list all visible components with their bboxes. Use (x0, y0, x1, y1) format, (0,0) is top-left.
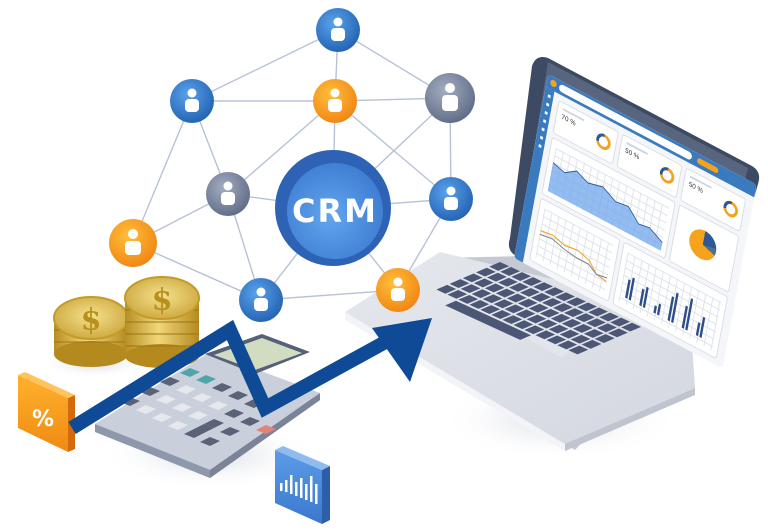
user-icon (187, 88, 197, 98)
user-icon (256, 287, 266, 297)
donut-chart-icon (594, 130, 612, 153)
user-icon (333, 17, 343, 27)
dollar-icon: $ (152, 283, 173, 318)
area-chart-panel (541, 136, 676, 260)
user-icon (223, 181, 233, 191)
user-icon (446, 186, 456, 196)
line-chart (539, 229, 608, 283)
bar-chart (625, 277, 706, 339)
pie-chart (686, 223, 719, 266)
user-icon (128, 229, 138, 239)
user-node-mid-left (206, 172, 250, 216)
growth-arrow (68, 318, 432, 434)
line-chart-panel (529, 197, 621, 303)
percent-icon: % (32, 407, 54, 432)
user-node-bottom (239, 278, 283, 322)
user-node-top (316, 8, 360, 52)
user-node-upper-right (425, 73, 475, 123)
donut-chart-icon (658, 164, 676, 187)
dollar-icon: $ (81, 303, 102, 338)
donut-chart-icon (722, 198, 740, 221)
percent-tile: % (18, 372, 75, 452)
crm-hub: CRM (275, 150, 391, 266)
user-node-lower-right (376, 268, 420, 312)
user-node-mid-right (429, 177, 473, 221)
user-node-upper-left (170, 79, 214, 123)
user-icon (393, 277, 403, 287)
user-node-upper-center (313, 79, 357, 123)
user-icon (330, 88, 340, 98)
bar-chart-panel (612, 241, 729, 360)
coin-stack-small: $ (40, 296, 150, 378)
bar-chart-tile (275, 446, 330, 524)
network-links (132, 29, 452, 301)
crm-label: CRM (292, 192, 378, 230)
user-icon (445, 83, 455, 93)
user-node-lower-left (109, 219, 157, 267)
area-chart (547, 162, 663, 251)
laptop-screen-dashboard: 70 % 50 % 50 % (514, 74, 757, 369)
keyboard-keys (436, 262, 641, 355)
bar-chart-icon (280, 475, 318, 504)
